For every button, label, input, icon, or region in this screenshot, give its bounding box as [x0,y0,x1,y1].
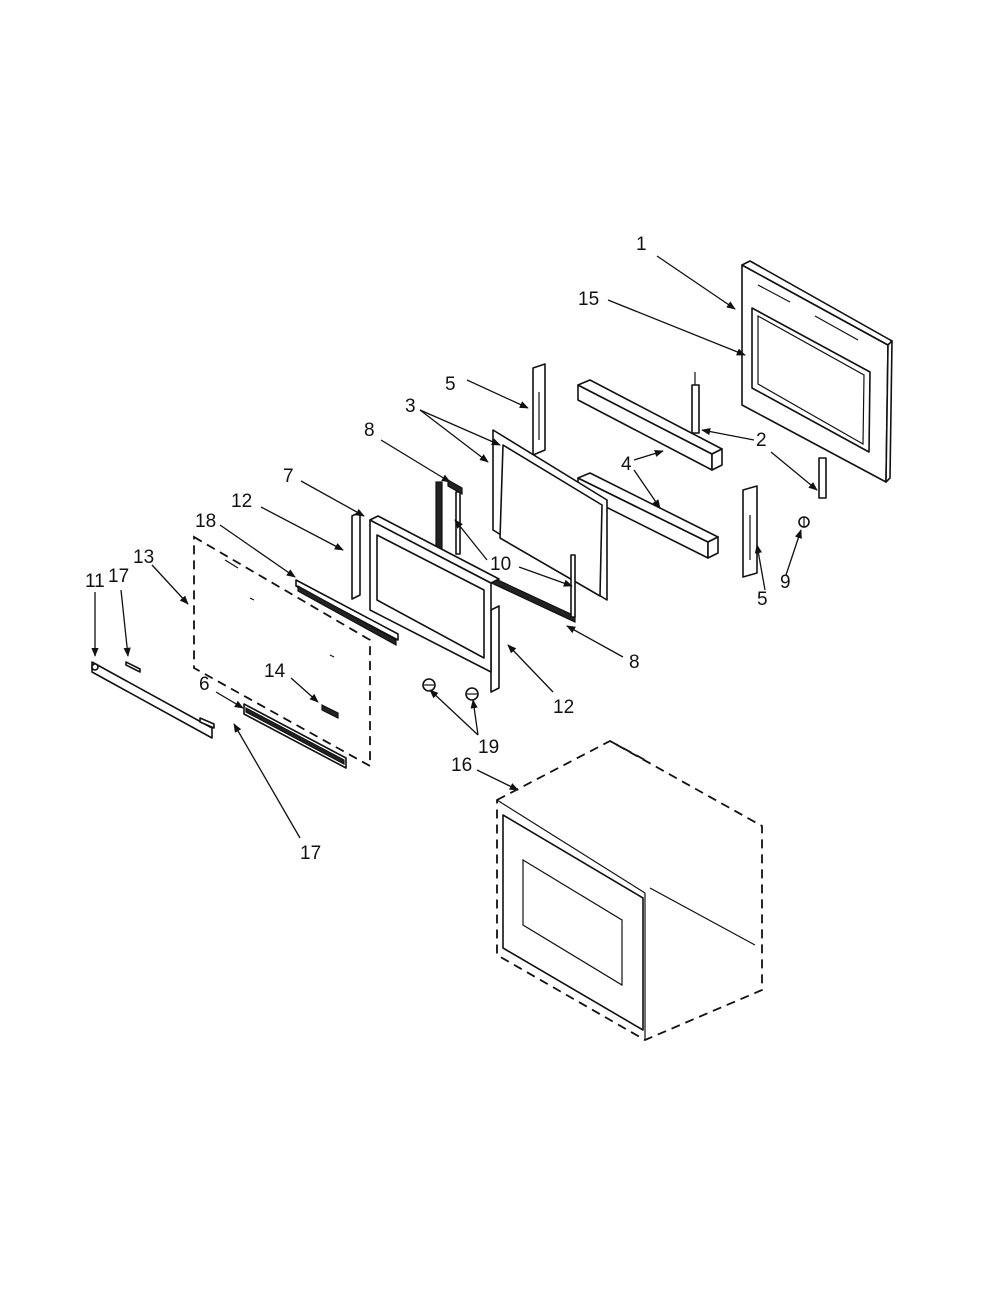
callout-7: 7 [283,466,294,487]
outer-glass-panel [193,535,371,768]
callout-18: 18 [195,511,216,532]
screw-left [422,678,436,692]
side-trim-right [490,605,500,693]
door-glass [492,429,608,601]
door-side-bracket-upper [532,363,546,456]
inner-door-frame [369,515,500,673]
callout-1: 1 [636,234,647,255]
door-spacer-lower [577,472,719,559]
leader-lines [91,255,818,839]
bottom-vent [243,703,347,769]
end-cap-upper [125,661,141,673]
callout-labels: 1 15 5 3 2 8 4 7 12 18 10 5 9 13 11 17 8… [85,234,791,864]
callout-19: 19 [478,737,499,758]
callout-17-upper: 17 [108,566,129,587]
callout-3: 3 [405,396,416,417]
callout-10: 10 [490,554,511,575]
callout-6: 6 [199,674,210,695]
callout-15: 15 [578,289,599,310]
callout-9: 9 [780,572,791,593]
end-cap-lower [199,717,215,729]
callout-8-upper: 8 [364,420,375,441]
callout-2: 2 [756,430,767,451]
oven-cabinet [496,739,763,1042]
vent-strip [295,579,399,647]
callout-14: 14 [264,661,286,682]
logo-badge [321,704,339,719]
callout-17-lower: 17 [300,843,321,864]
callout-5-lower: 5 [757,589,768,610]
door-handle [91,661,213,739]
callout-8-lower: 8 [629,652,640,673]
callout-5-upper: 5 [445,374,456,395]
callout-12-lower: 12 [553,697,574,718]
screw-right [465,687,479,701]
screw [798,516,810,528]
door-spacer-upper [577,379,723,471]
hinge-bracket-lower [818,457,827,499]
callout-12-upper: 12 [231,491,252,512]
callout-11: 11 [85,571,105,592]
callout-16: 16 [451,755,472,776]
door-side-bracket-lower [742,485,758,578]
callout-4: 4 [621,454,632,475]
side-trim-left [351,511,361,600]
outer-door-panel [741,260,893,483]
callout-13: 13 [133,547,154,568]
hinge-bracket-upper [691,372,700,434]
